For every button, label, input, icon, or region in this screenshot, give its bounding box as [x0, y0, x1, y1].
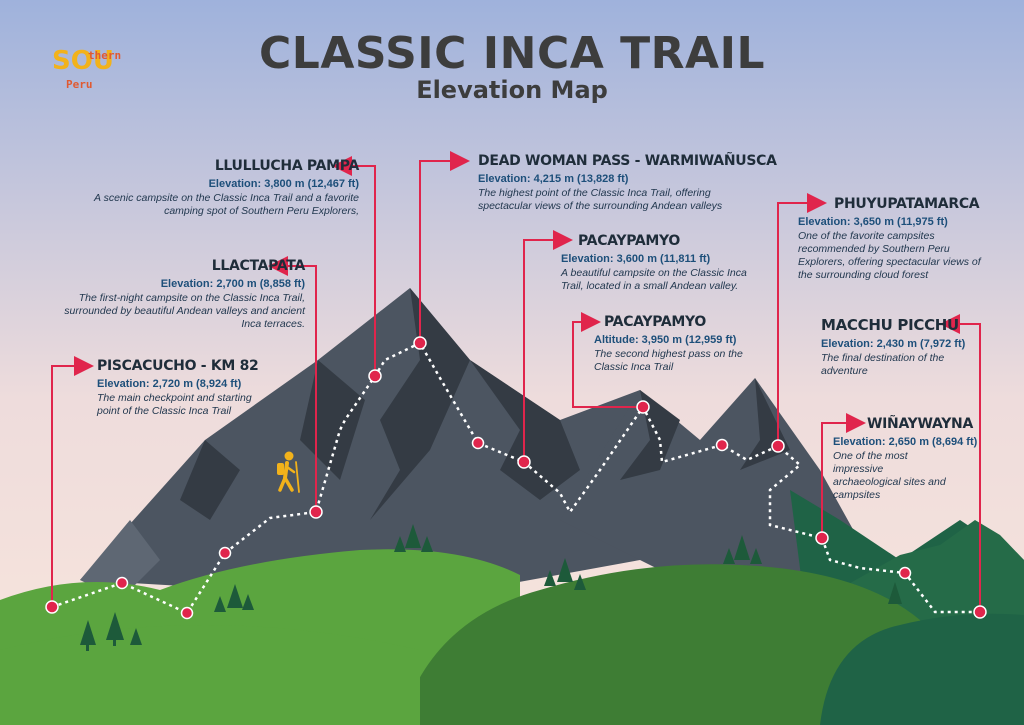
waypoint-description: The main checkpoint and starting point o… — [97, 392, 252, 417]
marker-llullucha — [368, 369, 382, 383]
mountain-middle — [560, 378, 870, 590]
waypoint-name: DEAD WOMAN PASS - WARMIWAÑUSCA — [478, 153, 777, 169]
waypoint-elevation: Elevation: 4,215 m (13,828 ft) — [478, 173, 629, 185]
marker-intermediate — [715, 438, 729, 452]
hiker-icon — [277, 451, 300, 493]
marker-pacaypamyo-2 — [636, 400, 650, 414]
tree — [421, 536, 433, 552]
waypoint-piscacucho: PISCACUCHO - KM 82 Elevation: 2,720 m (8… — [97, 358, 277, 418]
tree — [405, 524, 421, 548]
southern-peru-logo: SOU thern Peru — [52, 44, 132, 100]
marker-wiñaywayna — [815, 531, 829, 545]
waypoint-name: LLACTAPATA — [211, 258, 306, 274]
waypoint-elevation: Altitude: 3,950 m (12,959 ft) — [594, 334, 737, 346]
tree — [242, 594, 254, 610]
green-hills — [0, 549, 1024, 725]
waypoint-description: The first-night campsite on the Classic … — [64, 292, 305, 330]
hill-center — [400, 564, 960, 725]
waypoint-description: A beautiful campsite on the Classic Inca… — [561, 267, 747, 292]
leader-llactapata — [268, 256, 317, 512]
leader-deadwoman — [419, 151, 470, 343]
tree — [574, 574, 586, 590]
leader-pacaypamyo-2 — [572, 312, 643, 408]
waypoint-elevation: Elevation: 2,700 m (8,858 ft) — [160, 278, 305, 290]
marker-intermediate — [898, 566, 912, 580]
leader-macchupicchu — [940, 314, 981, 612]
tree — [734, 535, 750, 560]
waypoint-elevation: Elevation: 3,650 m (11,975 ft) — [798, 216, 948, 228]
waypoint-name: MACCHU PICCHU — [821, 316, 959, 334]
tree — [80, 620, 96, 645]
hill-bottom-left — [0, 625, 420, 725]
page-subtitle: Elevation Map — [416, 76, 608, 104]
marker-macchupicchu — [973, 605, 987, 619]
marker-deadwoman — [413, 336, 427, 350]
waypoint-llullucha-pampa: LLULLUCHA PAMPA Elevation: 3,800 m (12,4… — [85, 158, 359, 218]
tree — [750, 548, 762, 564]
leader-wiñaywayna — [821, 413, 866, 538]
logo-text-bottom: Peru — [66, 78, 93, 91]
tree — [723, 548, 735, 564]
tree — [394, 536, 406, 552]
tree — [214, 596, 226, 612]
waypoint-elevation: Elevation: 2,430 m (7,972 ft) — [821, 338, 966, 350]
leader-pacaypamyo-1 — [523, 230, 573, 462]
waypoint-elevation: Elevation: 3,600 m (11,811 ft) — [561, 253, 711, 265]
waypoint-description: One of the most impressive archaeologica… — [833, 450, 946, 501]
tree — [888, 582, 902, 604]
waypoint-name: PISCACUCHO - KM 82 — [97, 358, 259, 374]
tree — [106, 612, 124, 640]
waypoint-pacaypamyo-campsite: PACAYPAMYO Elevation: 3,600 m (11,811 ft… — [561, 233, 756, 293]
hill-right — [820, 613, 1024, 725]
tree — [227, 584, 243, 608]
mountain-shadow-3 — [180, 440, 240, 520]
leader-lines — [51, 151, 981, 612]
page-title: CLASSIC INCA TRAIL — [259, 28, 765, 79]
waypoint-name: PACAYPAMYO — [578, 233, 681, 249]
waypoint-name: LLULLUCHA PAMPA — [214, 158, 359, 174]
tree — [557, 558, 573, 582]
waypoint-name: PACAYPAMYO — [604, 314, 707, 330]
waypoint-pacaypamyo-pass: PACAYPAMYO Altitude: 3,950 m (12,959 ft)… — [594, 314, 769, 374]
trees — [80, 524, 902, 651]
waypoint-description: One of the favorite campsites recommende… — [798, 230, 981, 281]
marker-intermediate — [115, 576, 129, 590]
logo-mark: SOU — [52, 46, 114, 76]
waypoint-elevation: Elevation: 2,650 m (8,694 ft) — [833, 436, 978, 448]
mountain-shadow-5 — [620, 390, 680, 480]
waypoint-macchu-picchu: MACCHU PICCHU Elevation: 2,430 m (7,972 … — [821, 316, 981, 378]
trail-markers — [45, 336, 987, 620]
waypoint-description: The highest point of the Classic Inca Tr… — [478, 187, 723, 212]
leader-phuyupatamarca — [777, 193, 827, 446]
tree — [130, 628, 142, 645]
logo-text-top: thern — [88, 49, 122, 62]
waypoint-dead-woman-pass: DEAD WOMAN PASS - WARMIWAÑUSCA Elevation… — [478, 153, 777, 213]
waypoint-description: The second highest pass on the Classic I… — [594, 348, 743, 373]
marker-intermediate — [471, 436, 485, 450]
marker-intermediate — [180, 606, 194, 620]
waypoint-name: PHUYUPATAMARCA — [834, 196, 980, 212]
waypoint-name: WIÑAYWAYNA — [867, 416, 973, 432]
tree — [544, 570, 556, 586]
waypoint-elevation: Elevation: 2,720 m (8,924 ft) — [97, 378, 242, 390]
waypoint-llactapata: LLACTAPATA Elevation: 2,700 m (8,858 ft)… — [50, 258, 305, 331]
marker-pacaypamyo-1 — [517, 455, 531, 469]
leader-piscacucho — [51, 356, 94, 607]
mountain-shadow-2 — [370, 288, 470, 520]
marker-piscacucho — [45, 600, 59, 614]
marker-llactapata — [309, 505, 323, 519]
waypoint-phuyupatamarca: PHUYUPATAMARCA Elevation: 3,650 m (11,97… — [798, 196, 996, 282]
waypoint-elevation: Elevation: 3,800 m (12,467 ft) — [208, 178, 359, 190]
waypoint-description: The final destination of the adventure — [821, 352, 945, 377]
leader-llullucha — [332, 156, 376, 376]
mountain-shadow-7 — [80, 520, 160, 600]
waypoint-description: A scenic campsite on the Classic Inca Tr… — [94, 192, 359, 217]
waypoint-winaywayna: WIÑAYWAYNA Elevation: 2,650 m (8,694 ft)… — [833, 416, 983, 502]
marker-intermediate — [218, 546, 232, 560]
marker-phuyupatamarca — [771, 439, 785, 453]
